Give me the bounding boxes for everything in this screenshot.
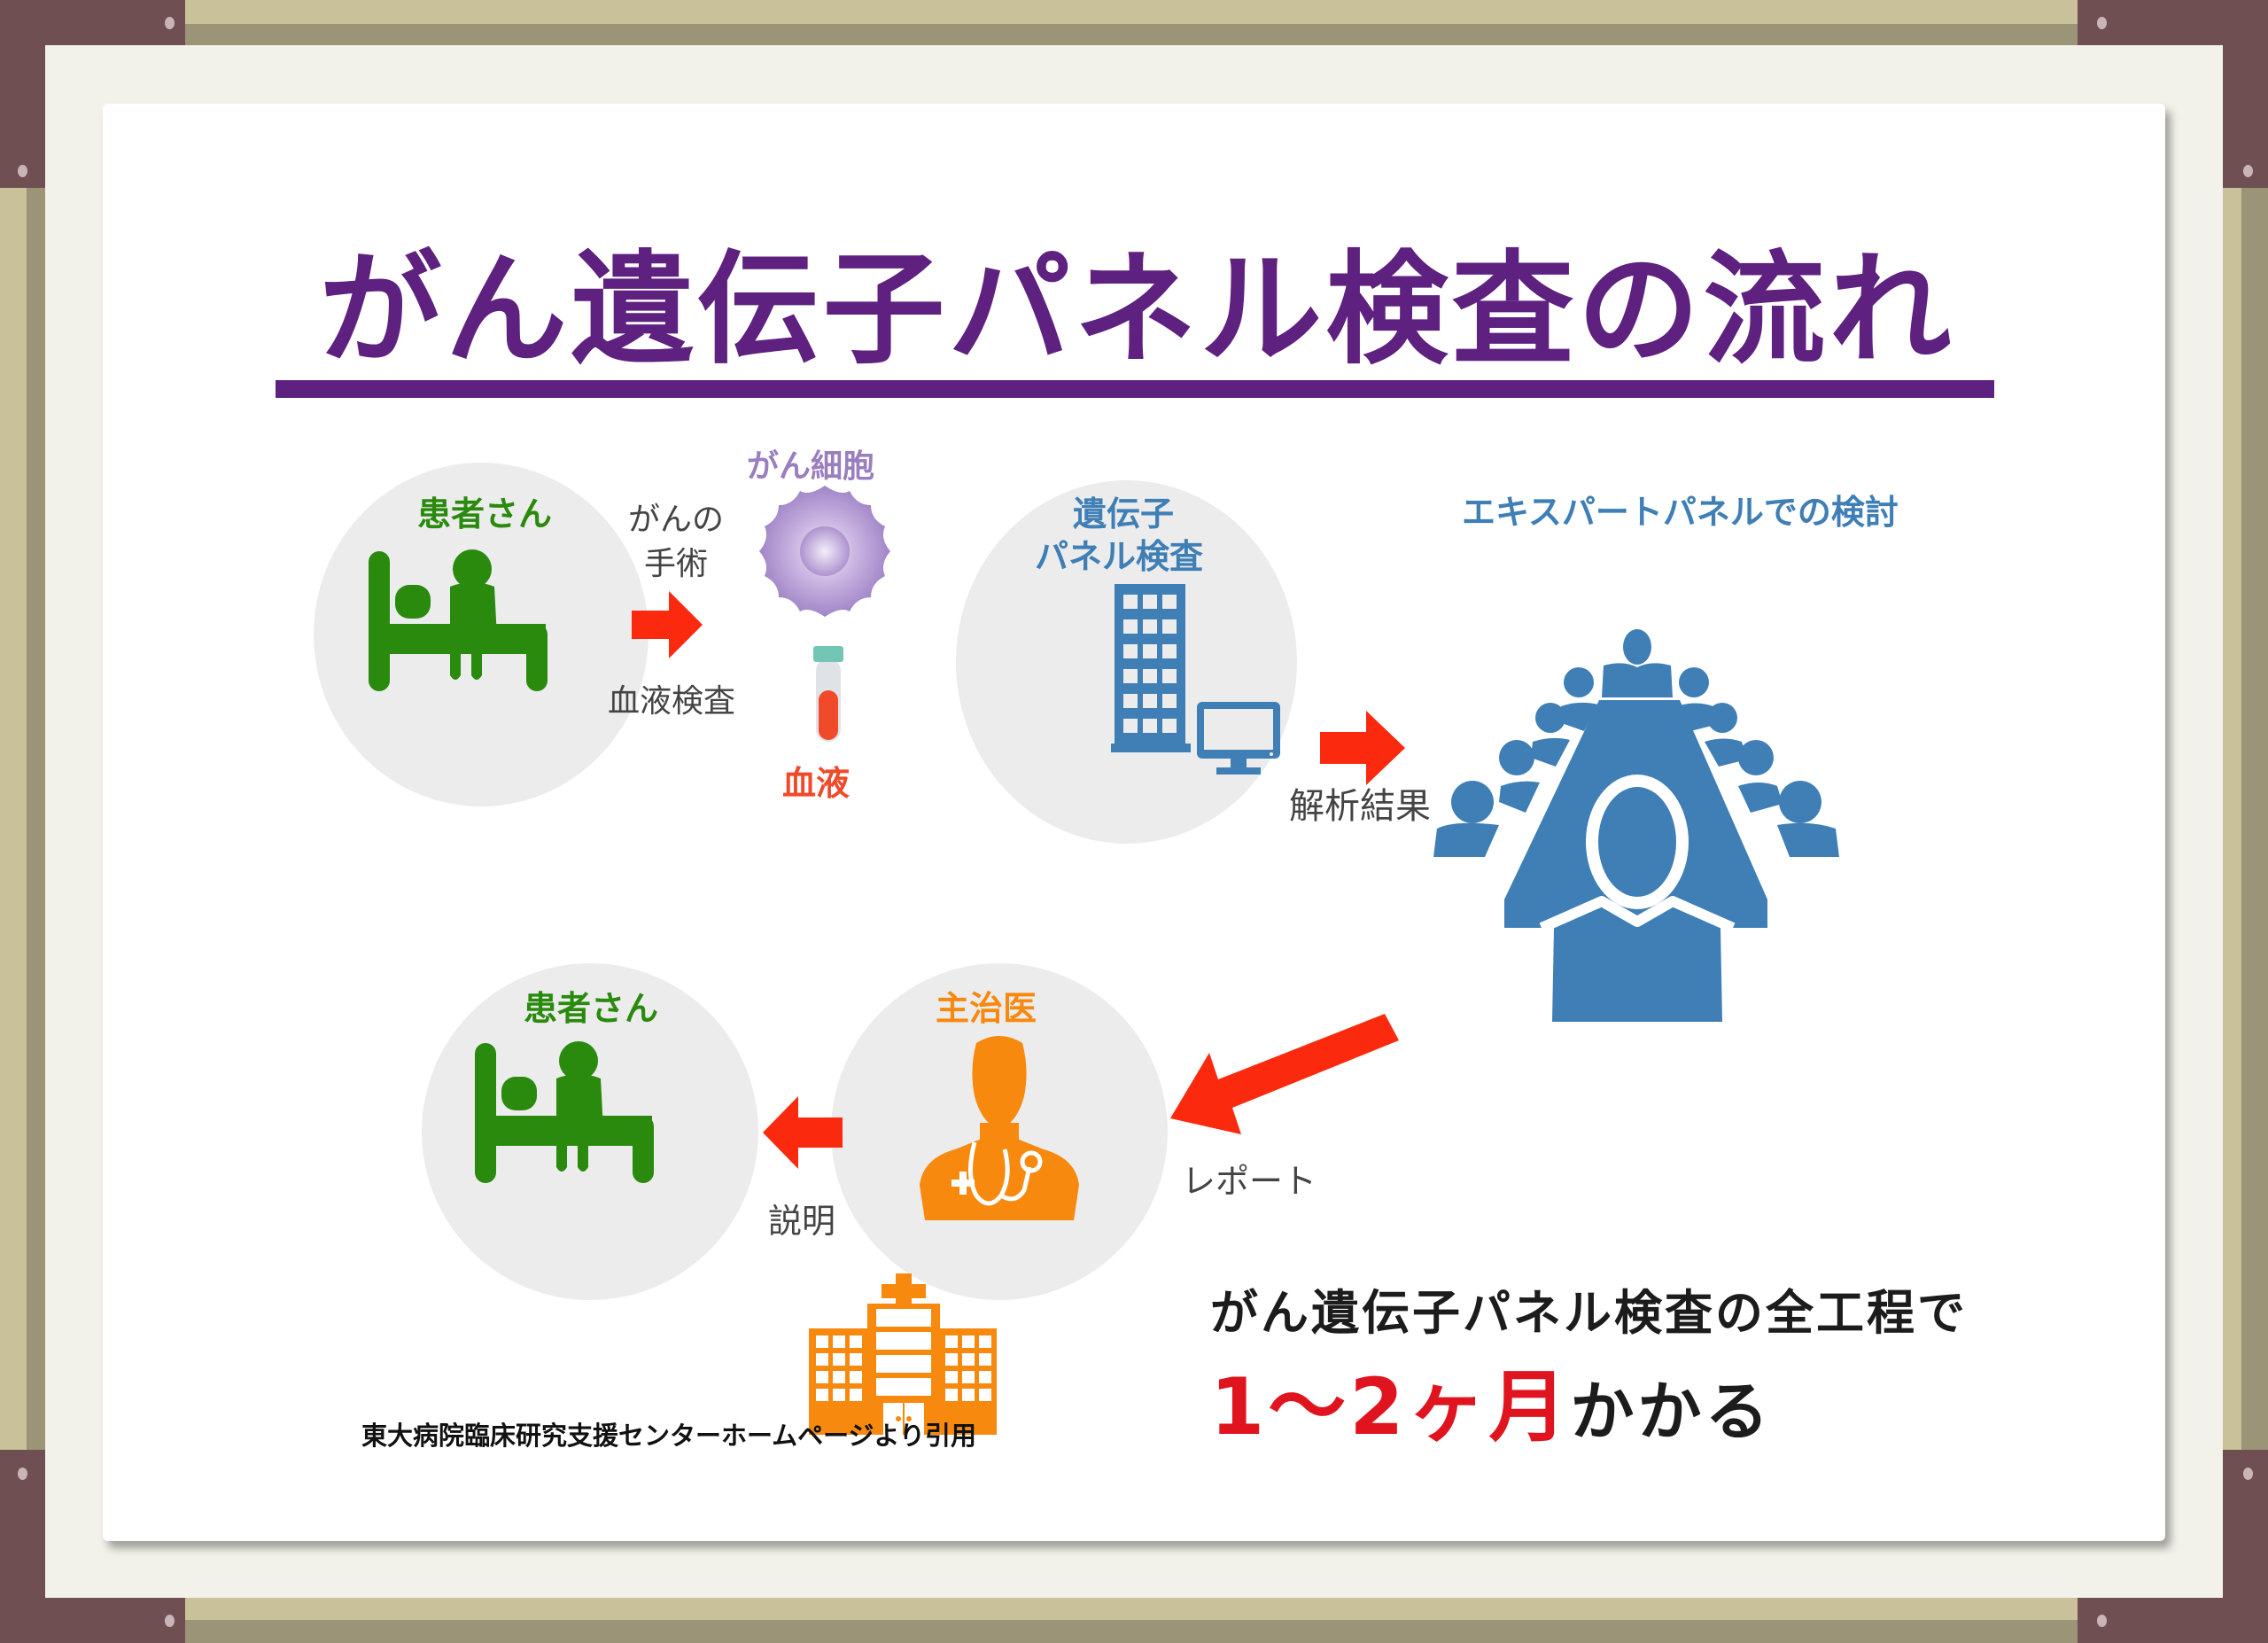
patient-result-label: 患者さん bbox=[524, 989, 659, 1028]
cancer-cell-label: がん細胞 bbox=[747, 448, 875, 485]
rivet-icon bbox=[2097, 17, 2107, 29]
lab-building-icon bbox=[1111, 584, 1191, 752]
summary-text: がん遺伝子パネル検査の全工程で bbox=[1210, 1285, 1968, 1341]
frame-corner bbox=[2223, 1450, 2268, 1643]
frame-band bbox=[0, 0, 2268, 24]
expert-panel-label: エキスパートパネルでの検討 bbox=[1462, 493, 1899, 532]
blood-test-label: 血液検査 bbox=[608, 683, 736, 720]
doctor-icon bbox=[920, 1036, 1079, 1220]
explanation-label: 説明 bbox=[768, 1202, 836, 1241]
frame-band bbox=[0, 1598, 2268, 1620]
surgery-label: がんの bbox=[628, 502, 725, 538]
rivet-icon bbox=[165, 17, 175, 29]
rivet-icon bbox=[18, 165, 27, 177]
title-underline bbox=[276, 380, 1994, 398]
blood-tube-icon bbox=[813, 646, 843, 742]
arrow-down-left-icon bbox=[1170, 1014, 1399, 1134]
frame-corner bbox=[2223, 0, 2268, 188]
frame-band bbox=[0, 0, 27, 1643]
page-title: がん遺伝子パネル検査の流れ bbox=[319, 238, 1955, 381]
rivet-icon bbox=[2097, 1615, 2107, 1627]
source-citation: 東大病院臨床研究支援センターホームページより引用 bbox=[361, 1421, 976, 1451]
rivet-icon bbox=[165, 1615, 175, 1627]
hospital-icon bbox=[809, 1273, 997, 1435]
cancer-cell-icon bbox=[759, 486, 890, 617]
blood-label: 血液 bbox=[782, 764, 850, 803]
frame-band bbox=[2241, 0, 2268, 1643]
lab-label-2: パネル検査 bbox=[1035, 537, 1204, 576]
patient-bed-icon bbox=[475, 1041, 654, 1183]
slide-card: がん遺伝子パネル検査の流れ 患者さん がんの 手術 血液検査 がん細胞 bbox=[103, 104, 2165, 1541]
analysis-result-label: 解析結果 bbox=[1289, 786, 1431, 827]
summary-duration-line: 1〜2ヶ月かかる bbox=[1210, 1344, 1772, 1457]
arrow-left-icon bbox=[763, 1096, 843, 1169]
duration-suffix: かかる bbox=[1570, 1374, 1773, 1449]
arrow-right-icon bbox=[632, 591, 703, 658]
duration-highlight: 1〜2ヶ月 bbox=[1210, 1361, 1571, 1452]
conference-table-icon bbox=[1433, 629, 1839, 1022]
rivet-icon bbox=[2243, 165, 2253, 177]
lab-label: 遺伝子 bbox=[1073, 494, 1175, 533]
rivet-icon bbox=[18, 1468, 27, 1480]
patient-bed-icon bbox=[369, 549, 548, 691]
rivet-icon bbox=[2243, 1468, 2253, 1480]
surgery-label-2: 手術 bbox=[644, 546, 709, 582]
report-label: レポート bbox=[1182, 1162, 1317, 1201]
frame-corner bbox=[0, 0, 45, 188]
patient-label: 患者さん bbox=[417, 494, 553, 533]
doctor-label: 主治医 bbox=[936, 989, 1037, 1028]
frame-band bbox=[2223, 0, 2241, 1643]
frame-corner bbox=[0, 1450, 45, 1643]
arrow-right-icon bbox=[1320, 711, 1405, 785]
monitor-icon bbox=[1197, 702, 1280, 775]
